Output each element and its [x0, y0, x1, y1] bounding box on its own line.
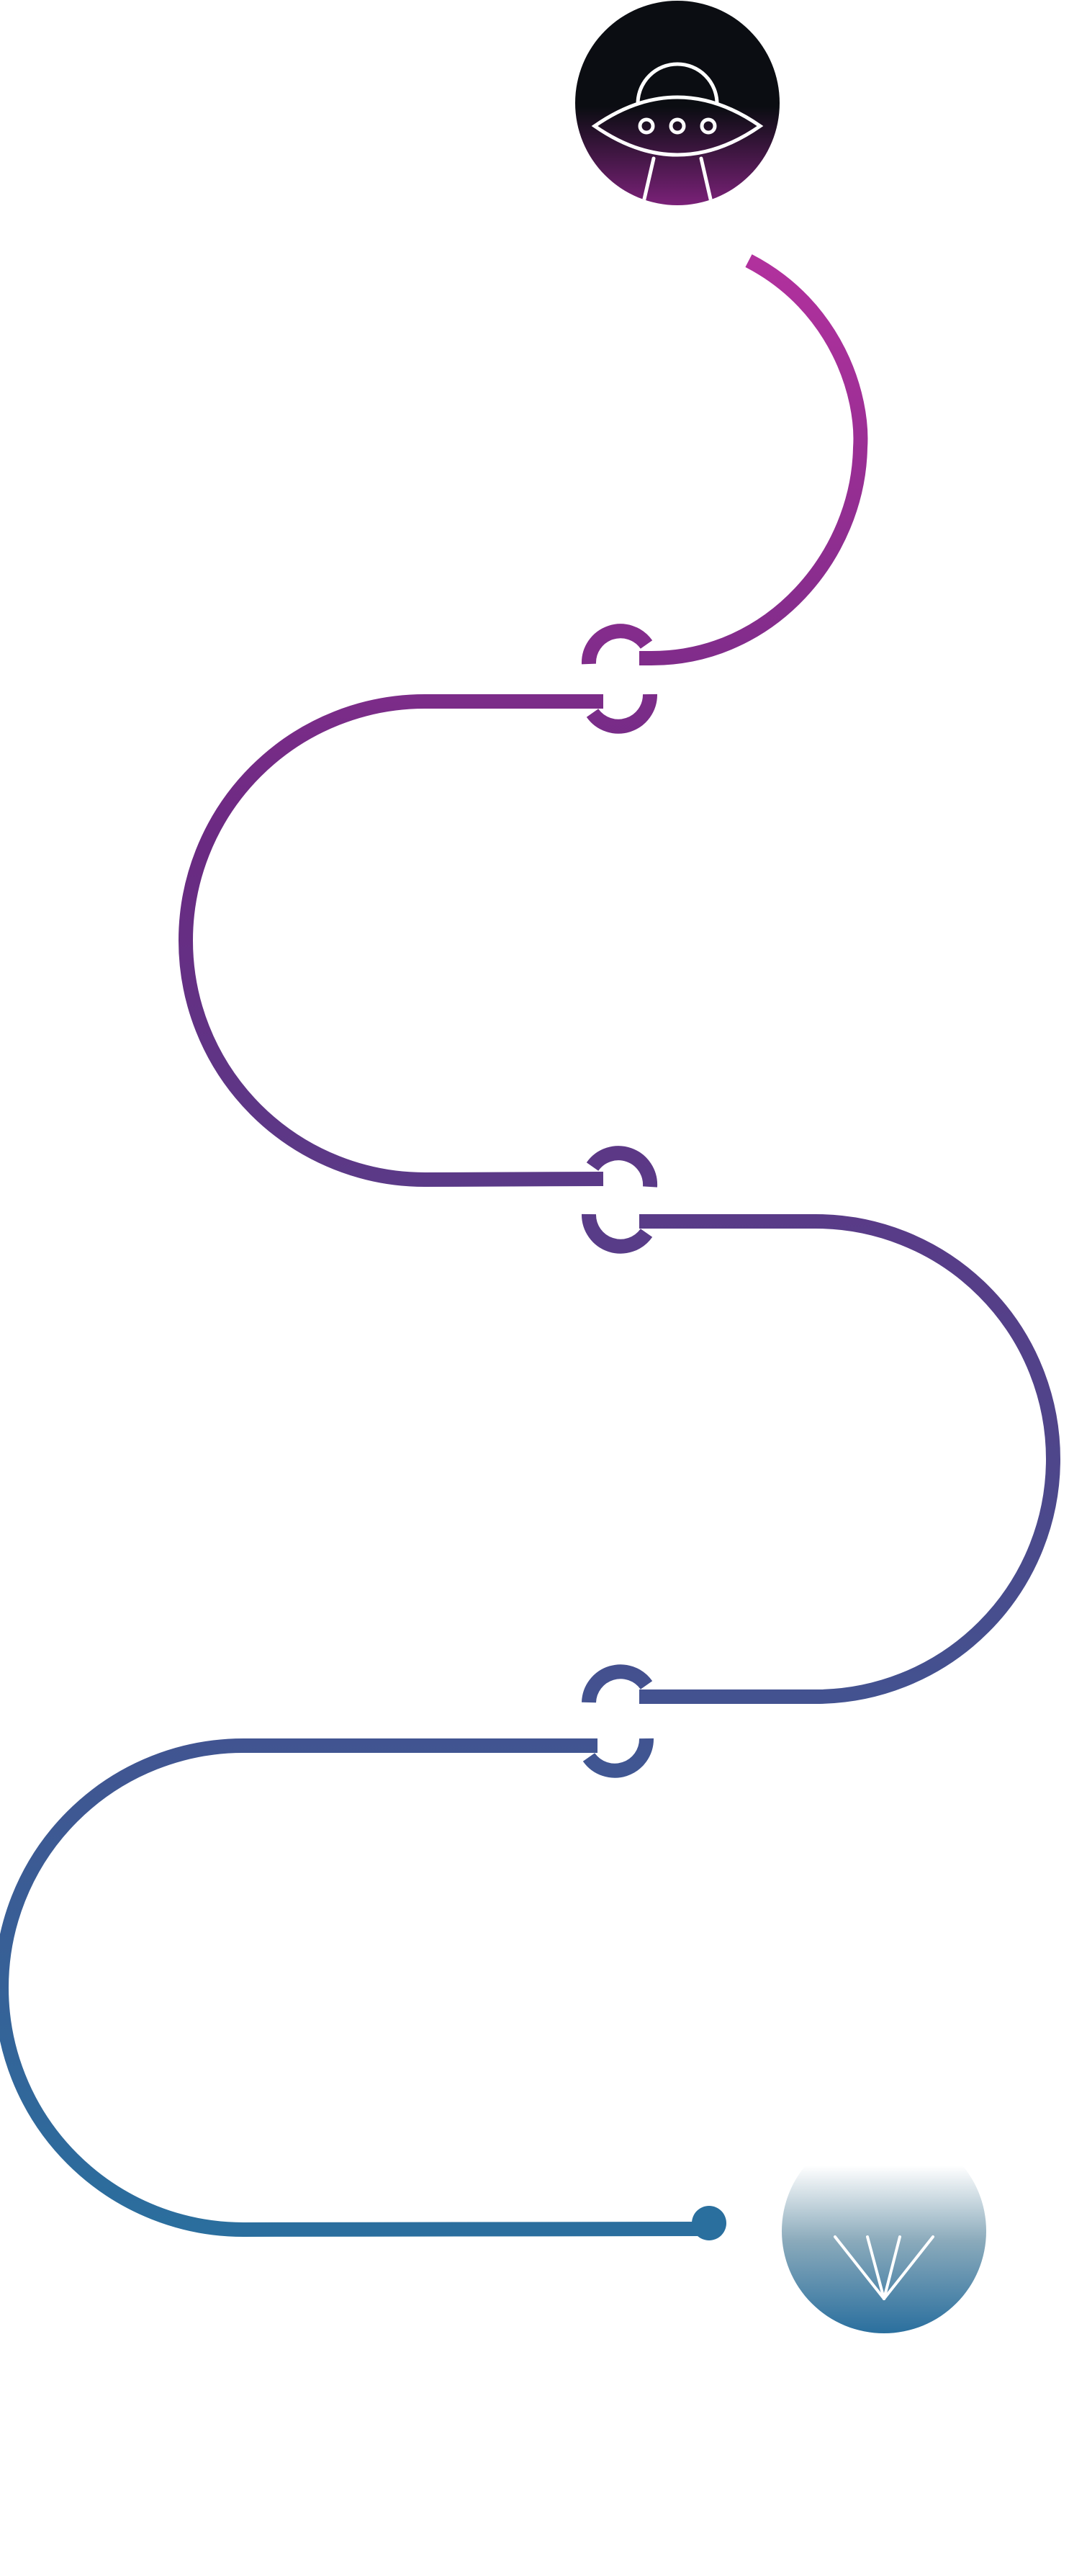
path-node-2-bottom — [581, 1213, 653, 1254]
path-segment-1 — [747, 261, 999, 763]
path-segment-2 — [179, 694, 604, 1188]
path-end-dot — [692, 2206, 726, 2240]
path-node-3-top — [582, 1664, 653, 1703]
path-segment-3 — [639, 1214, 1060, 1704]
ufo-icon — [575, 1, 780, 205]
path-segment-1-arc — [639, 254, 868, 665]
path-node-1-bottom — [586, 694, 658, 734]
path-node-2-top — [586, 1146, 658, 1188]
path-node-1-top — [581, 624, 653, 665]
path-segment-4 — [0, 1738, 706, 2238]
light-beam-icon — [782, 2129, 986, 2333]
path-node-3-bottom — [582, 1738, 654, 1778]
connector-path — [0, 254, 1060, 2238]
